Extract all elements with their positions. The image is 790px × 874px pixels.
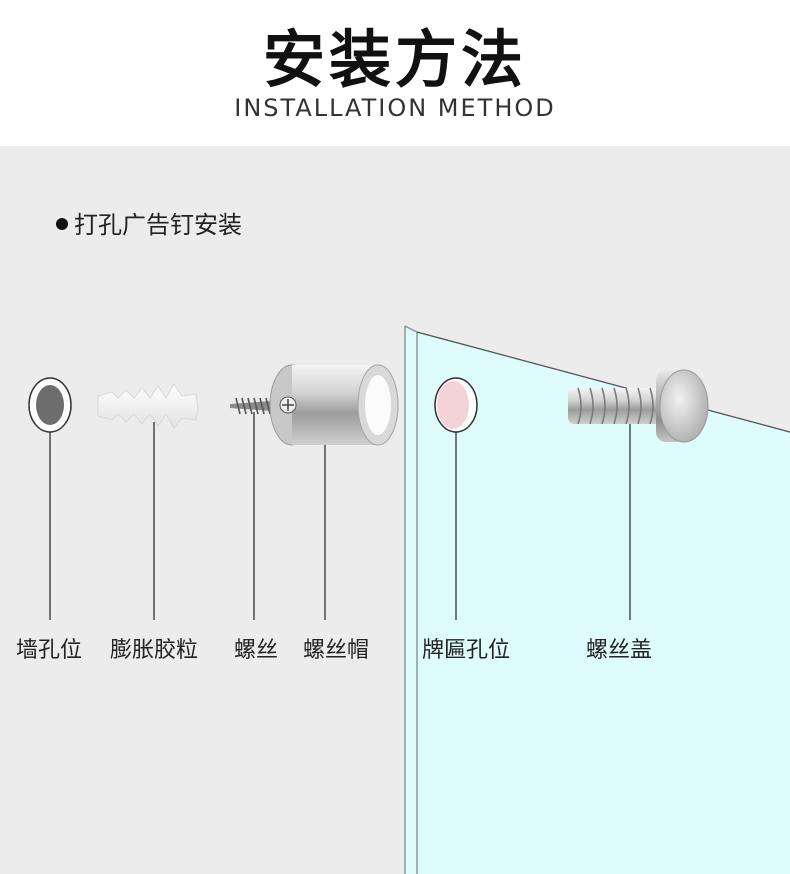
- screw-cover-icon: [568, 369, 709, 443]
- label-screw-cover: 螺丝盖: [586, 638, 653, 663]
- page-title: 安装方法: [262, 23, 527, 96]
- section-title: 打孔广告钉安装: [56, 210, 242, 240]
- label-screw: 螺丝: [234, 638, 279, 663]
- section-title-text: 打孔广告钉安装: [74, 211, 242, 239]
- label-screw-cap: 螺丝帽: [303, 638, 370, 663]
- label-sign-hole: 牌匾孔位: [422, 638, 511, 663]
- header: 安装方法 INSTALLATION METHOD: [0, 0, 790, 146]
- label-expansion-plug: 膨胀胶粒: [110, 638, 199, 663]
- bullet-dot-icon: [56, 218, 68, 230]
- screw-icon: [230, 397, 272, 415]
- sign-hole-icon: [434, 377, 478, 433]
- leader-lines: [49, 412, 631, 620]
- screw-cap-icon: [269, 364, 399, 446]
- label-wall-hole: 墙孔位: [16, 638, 83, 663]
- page-subtitle: INSTALLATION METHOD: [234, 94, 556, 122]
- expansion-plug-icon: [97, 383, 199, 429]
- wall-hole-icon: [28, 377, 72, 433]
